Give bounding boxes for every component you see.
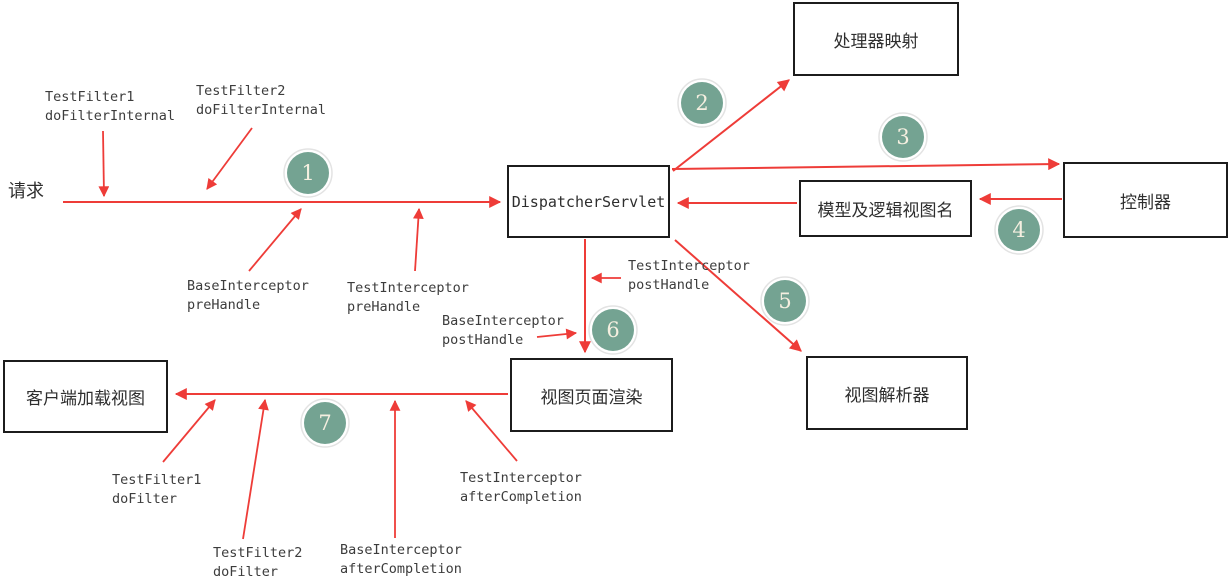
label-line: TestInterceptor xyxy=(628,258,750,274)
label-line: BaseInterceptor xyxy=(340,542,462,558)
label-baseinterceptor-aftercompletion: BaseInterceptor afterCompletion xyxy=(340,541,462,579)
label-line: TestFilter1 xyxy=(45,89,135,105)
label-testfilter1-dofilter: TestFilter1 doFilter xyxy=(112,471,201,509)
arrow-dispatcher-to-controller xyxy=(671,158,1061,171)
step-badge-circle xyxy=(287,152,329,194)
label-line: TestFilter2 xyxy=(196,83,286,99)
pointer-testfilter1-dofilterinternal xyxy=(98,130,110,198)
step-number: 5 xyxy=(778,289,791,313)
step-badge-5: 5 xyxy=(760,276,810,326)
label-line: TestFilter1 xyxy=(112,472,202,488)
label-line: BaseInterceptor xyxy=(187,278,309,294)
label-line: TestFilter2 xyxy=(213,545,303,561)
step-badge-1: 1 xyxy=(283,148,333,198)
label-testfilter2-dofilterinternal: TestFilter2 doFilterInternal xyxy=(196,82,326,120)
label-testinterceptor-posthandle: TestInterceptor postHandle xyxy=(628,257,750,295)
label-line: doFilterInternal xyxy=(45,108,176,124)
label-line: TestInterceptor xyxy=(460,470,582,486)
box-model-and-logical-view-name: 模型及逻辑视图名 xyxy=(799,180,972,237)
label-line: doFilter xyxy=(112,491,178,507)
label-line: postHandle xyxy=(442,332,524,348)
label-request-text: 请求 xyxy=(8,181,44,202)
label-line: BaseInterceptor xyxy=(442,313,564,329)
step-number: 3 xyxy=(896,125,909,149)
label-testfilter1-dofilterinternal: TestFilter1 doFilterInternal xyxy=(45,88,175,126)
label-baseinterceptor-posthandle: BaseInterceptor postHandle xyxy=(442,312,564,350)
arrow-dispatcher-to-handler-mapping xyxy=(672,79,790,172)
label-line: postHandle xyxy=(628,277,710,293)
label-testinterceptor-prehandle: TestInterceptor preHandle xyxy=(347,279,469,317)
step-badge-circle xyxy=(681,82,723,124)
box-view-page-render: 视图页面渲染 xyxy=(510,358,673,432)
box-view-resolver-label: 视图解析器 xyxy=(844,385,930,406)
label-line: preHandle xyxy=(347,299,421,315)
step-number: 4 xyxy=(1012,218,1025,242)
step-badge-circle xyxy=(764,280,806,322)
step-number: 2 xyxy=(695,91,708,115)
box-dispatcher-servlet-label: DispatcherServlet xyxy=(511,192,666,211)
box-view-page-render-label: 视图页面渲染 xyxy=(540,387,643,408)
pointer-testinterceptor-prehandle xyxy=(412,207,424,272)
step-number: 7 xyxy=(318,411,331,435)
label-testinterceptor-aftercompletion: TestInterceptor afterCompletion xyxy=(460,469,582,507)
step-badge-6: 6 xyxy=(588,305,638,355)
pointer-testfilter2-dofilterinternal xyxy=(206,127,253,190)
step-badge-circle xyxy=(304,402,346,444)
step-badge-7: 7 xyxy=(300,398,350,448)
box-handler-mapping-label: 处理器映射 xyxy=(833,31,919,52)
label-line: doFilter xyxy=(213,564,279,580)
step-badge-4: 4 xyxy=(994,205,1044,255)
box-dispatcher-servlet: DispatcherServlet xyxy=(507,165,670,238)
step-badge-circle xyxy=(882,116,924,158)
arrow-dispatcher-to-view-resolver xyxy=(674,239,802,352)
label-request: 请求 xyxy=(8,182,44,201)
box-controller-label: 控制器 xyxy=(1120,192,1171,213)
pointer-baseinterceptor-prehandle xyxy=(248,208,302,272)
step-badge-circle xyxy=(998,209,1040,251)
step-number: 6 xyxy=(606,318,619,342)
pointer-testinterceptor-aftercompletion xyxy=(465,400,518,462)
label-line: doFilterInternal xyxy=(196,102,327,118)
box-model-and-logical-view-name-label: 模型及逻辑视图名 xyxy=(817,201,954,221)
box-view-resolver: 视图解析器 xyxy=(806,356,968,430)
label-line: afterCompletion xyxy=(460,489,582,505)
step-badge-circle xyxy=(592,309,634,351)
step-badge-2: 2 xyxy=(677,78,727,128)
box-client-load-view: 客户端加载视图 xyxy=(3,360,168,433)
step-badge-3: 3 xyxy=(878,112,928,162)
label-line: TestInterceptor xyxy=(347,280,469,296)
pointer-testfilter2-dofilter xyxy=(242,398,269,540)
box-client-load-view-label: 客户端加载视图 xyxy=(26,389,145,409)
pointer-testfilter1-dofilter xyxy=(162,399,216,463)
step-number: 1 xyxy=(301,161,314,185)
label-testfilter2-dofilter: TestFilter2 doFilter xyxy=(213,544,302,582)
label-line: afterCompletion xyxy=(340,561,462,577)
box-handler-mapping: 处理器映射 xyxy=(793,2,959,76)
label-baseinterceptor-prehandle: BaseInterceptor preHandle xyxy=(187,277,309,315)
pointer-baseinterceptor-posthandle xyxy=(536,328,578,340)
box-controller: 控制器 xyxy=(1063,162,1228,238)
label-line: preHandle xyxy=(187,297,261,313)
